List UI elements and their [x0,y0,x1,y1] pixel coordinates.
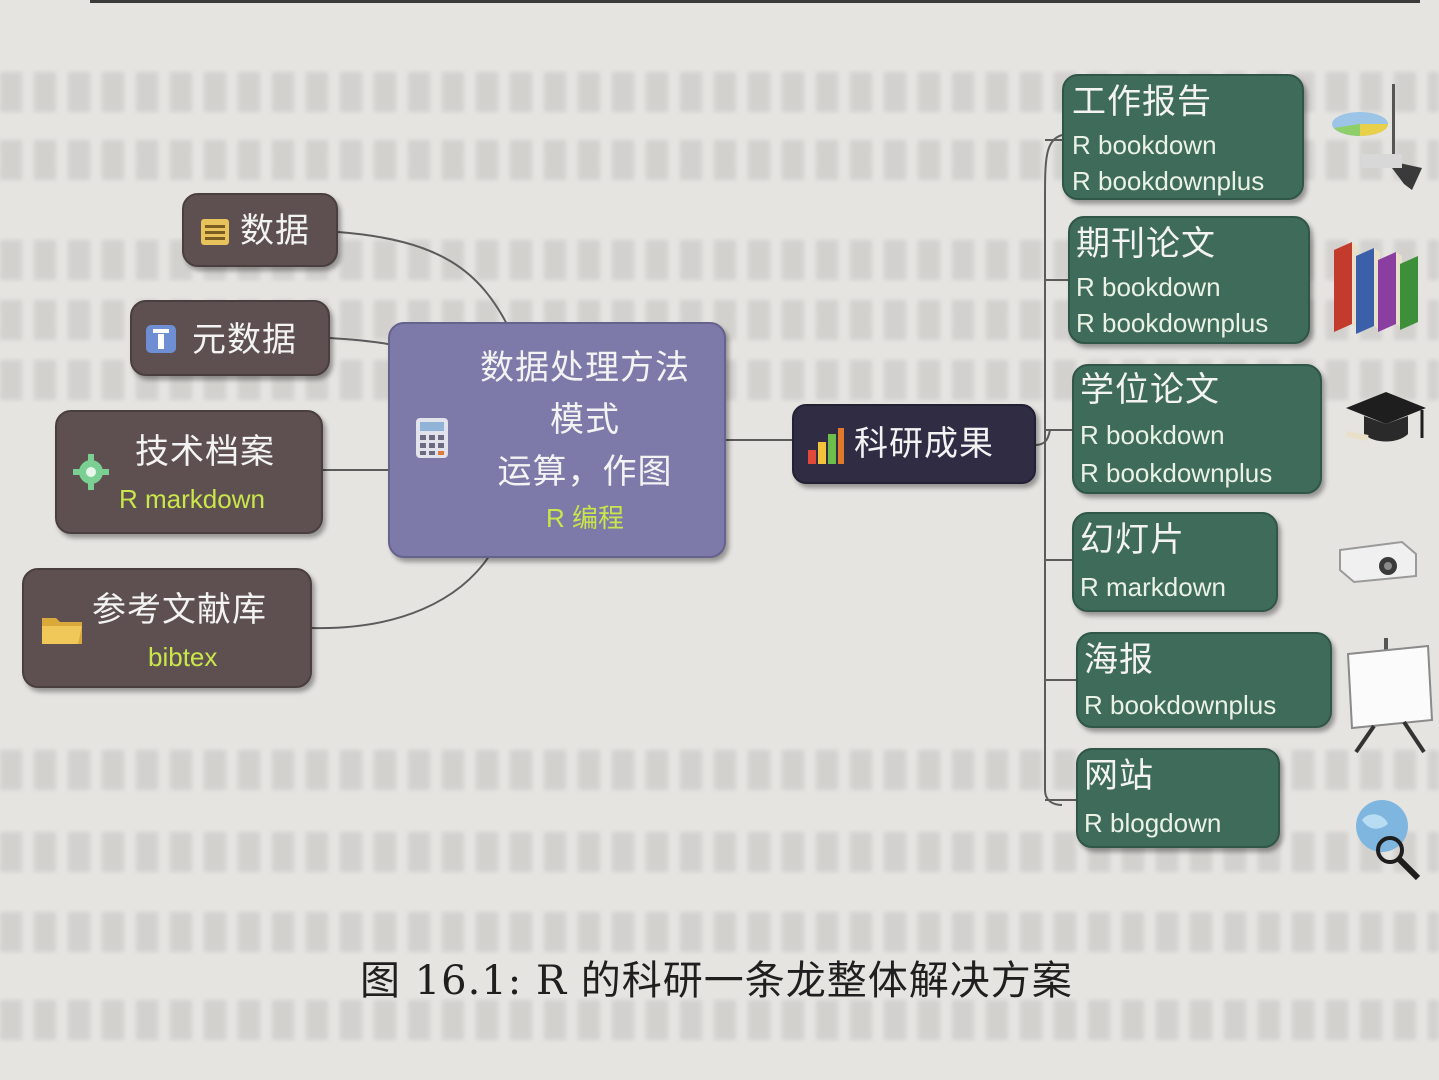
page-top-rule [90,0,1420,3]
node-poster: 海报 R bookdownplus [1076,632,1332,728]
node-data-title: 数据 [240,211,310,251]
bleed-through-line [0,912,1439,952]
node-metadata: 元数据 [130,300,330,376]
node-metadata-title: 元数据 [192,320,297,360]
node-references-tool: bibtex [148,642,218,672]
website-title: 网站 [1084,756,1154,796]
node-work-report: 工作报告 R bookdown R bookdownplus [1062,74,1304,200]
easel-icon [1346,638,1434,754]
journal-paper-tool-1: R bookdown [1076,272,1221,302]
node-center: 数据处理方法 模式 运算，作图 R 编程 [388,322,726,558]
connector-hub-bracket [1034,429,1051,446]
bar-chart-icon [808,428,844,464]
connector-bracket [1044,134,1063,806]
node-journal-paper: 期刊论文 R bookdown R bookdownplus [1068,216,1310,344]
thesis-tool-2: R bookdownplus [1080,458,1273,488]
slides-title: 幻灯片 [1080,520,1185,560]
poster-tool-1: R bookdownplus [1084,690,1277,720]
node-techfiles-tool: R markdown [119,484,265,514]
node-references-title: 参考文献库 [92,590,267,630]
gear-icon [73,454,109,490]
center-line-1: 数据处理方法 [480,348,690,388]
journal-paper-tool-2: R bookdownplus [1076,308,1269,338]
work-report-tool-1: R bookdown [1072,130,1217,160]
node-data: 数据 [182,193,338,267]
pie-chart-icon [1332,84,1422,190]
center-line-2: 模式 [550,400,620,440]
slides-tool-1: R markdown [1080,572,1226,602]
graduation-cap-icon [1345,392,1426,442]
bleed-through-line [0,1000,1439,1040]
thesis-tool-1: R bookdown [1080,420,1225,450]
connector-references [311,554,491,630]
node-thesis: 学位论文 R bookdown R bookdownplus [1072,364,1322,494]
node-references: 参考文献库 bibtex [22,568,312,688]
node-slides: 幻灯片 R markdown [1072,512,1278,612]
folder-icon [42,618,82,644]
hub-title: 科研成果 [854,424,994,464]
center-tool: R 编程 [545,503,624,533]
work-report-title: 工作报告 [1072,82,1212,122]
work-report-tool-2: R bookdownplus [1072,166,1265,196]
website-tool-1: R blogdown [1084,808,1222,838]
connector-metadata [329,337,393,346]
thesis-title: 学位论文 [1080,370,1220,410]
center-line-3: 运算，作图 [497,452,673,492]
node-techfiles: 技术档案 R markdown [55,410,323,534]
books-icon [1334,242,1418,334]
globe-search-icon [1356,800,1421,881]
connector-data [337,231,511,331]
calculator-icon [416,418,448,458]
journal-paper-title: 期刊论文 [1076,224,1216,264]
node-techfiles-title: 技术档案 [135,432,275,472]
node-research-output: 科研成果 [792,404,1036,484]
projector-icon [1339,540,1417,584]
figure-caption: 图 16.1: R 的科研一条龙整体解决方案 [360,958,1073,1004]
database-icon [201,219,229,245]
poster-title: 海报 [1084,640,1154,680]
node-website: 网站 R blogdown [1076,748,1280,848]
info-icon [146,325,176,353]
